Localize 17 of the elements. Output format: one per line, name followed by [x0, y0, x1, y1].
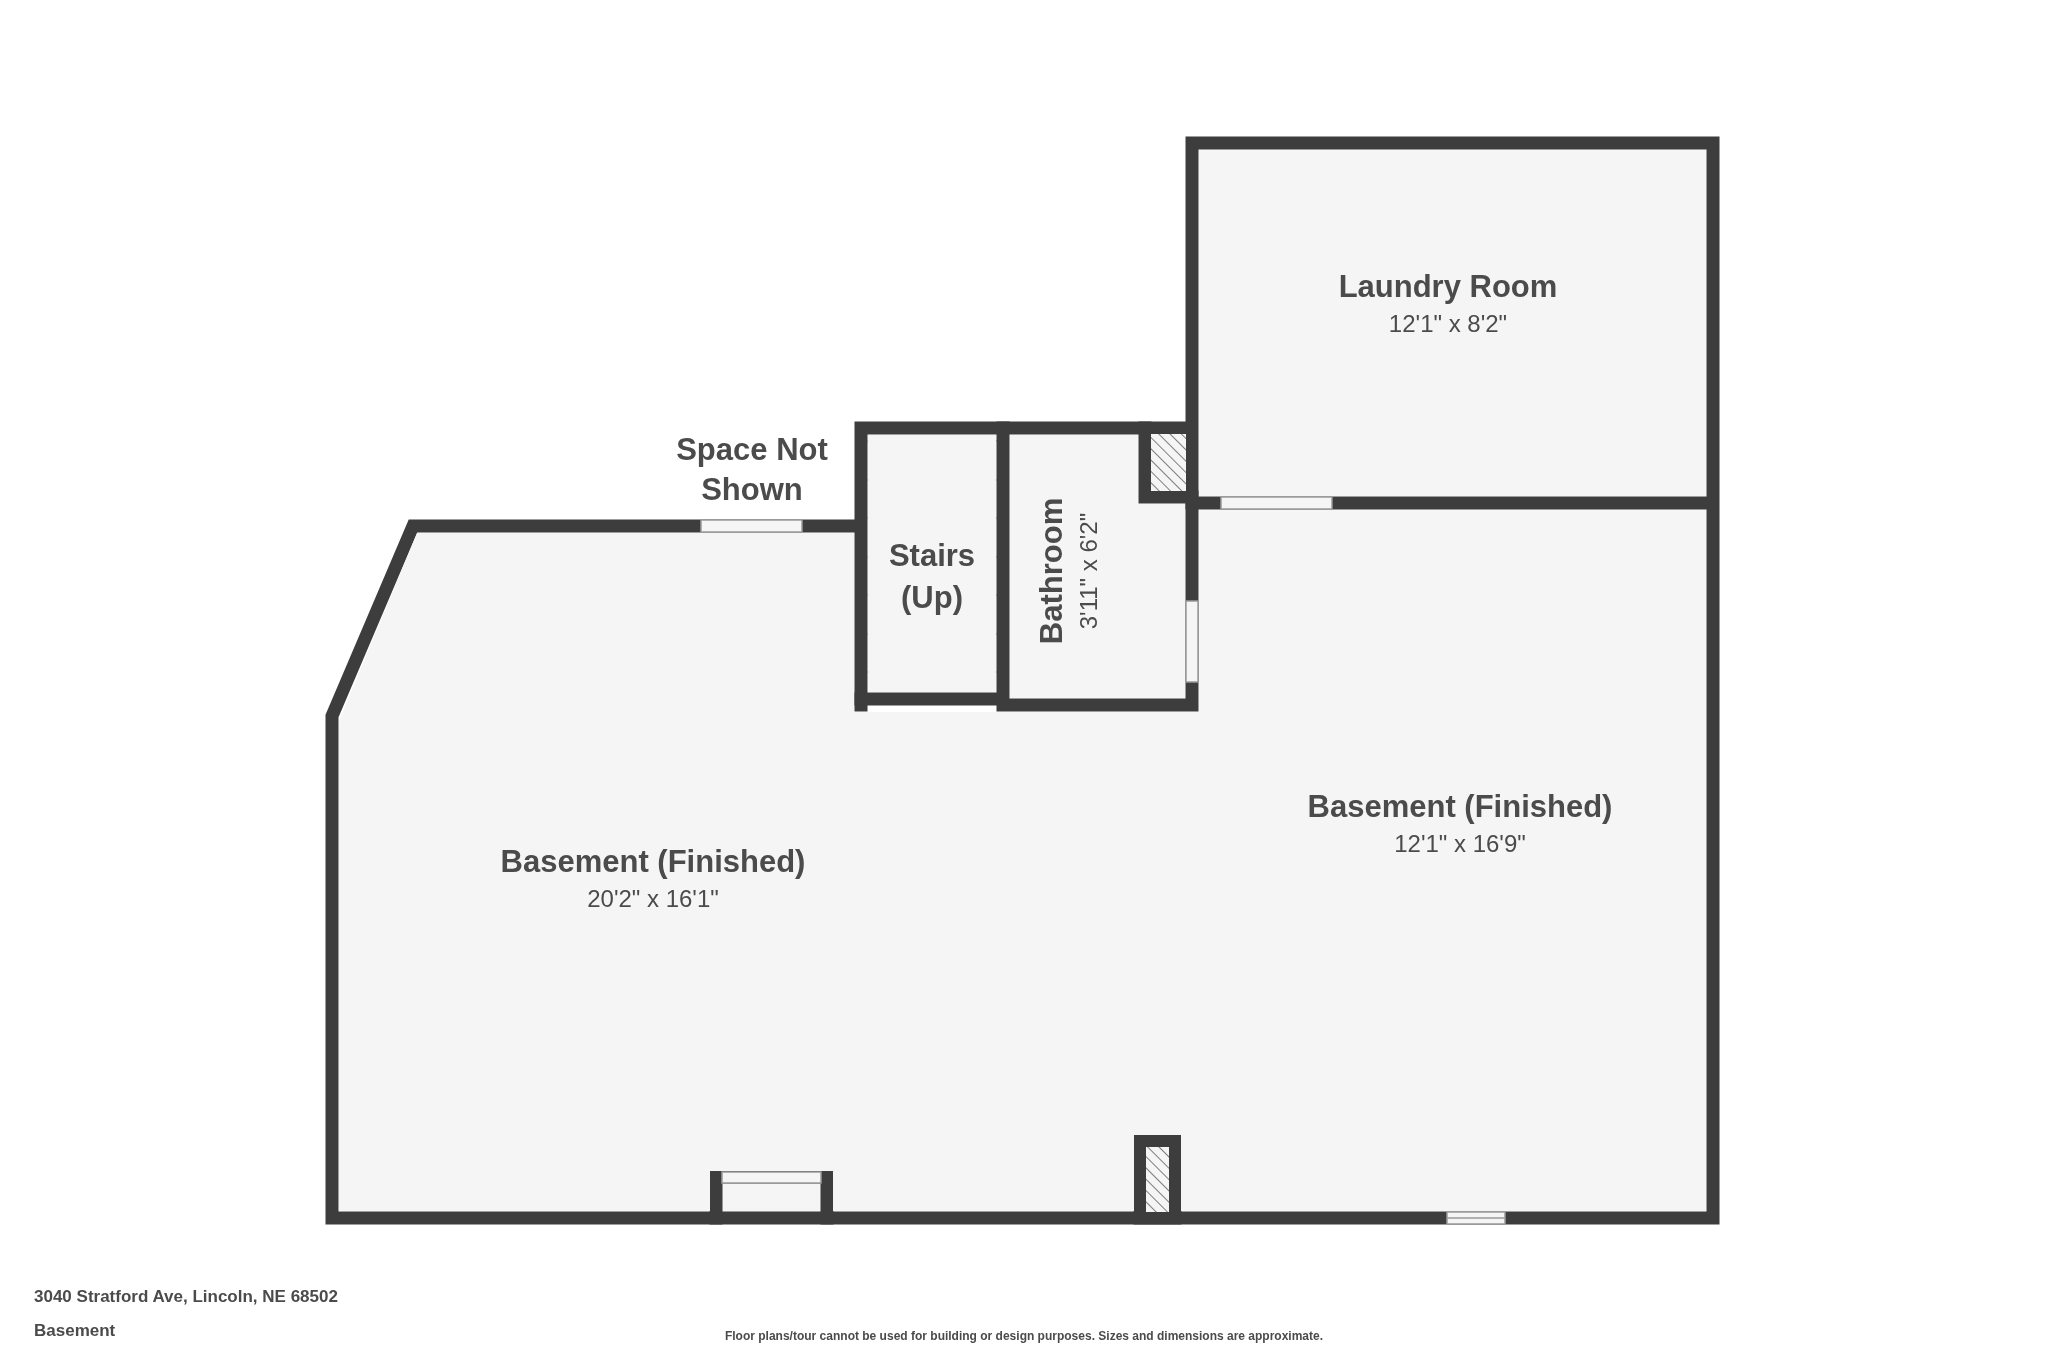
- room-floor: [1010, 435, 1185, 698]
- room-floor: [868, 435, 996, 692]
- room-dimensions: 12'1" x 16'9": [1393, 829, 1527, 860]
- room-floor: [1192, 510, 1706, 1211]
- room-dimensions: 20'2" x 16'1": [586, 884, 720, 915]
- room-dimensions: 3'11" x 6'2": [1074, 511, 1104, 632]
- area-label: Space Not Shown: [675, 430, 829, 509]
- room-name: Basement (Finished): [1307, 788, 1613, 827]
- room-name: Laundry Room: [1338, 268, 1558, 307]
- room-name: Stairs (Up): [887, 537, 977, 617]
- room-name: Basement (Finished): [500, 843, 806, 882]
- room-name: Bathroom: [1033, 497, 1071, 645]
- footer-text: Basement: [34, 1319, 116, 1342]
- room-dimensions: 12'1" x 8'2": [1387, 309, 1509, 340]
- footer-text: 3040 Stratford Ave, Lincoln, NE 68502: [34, 1285, 338, 1308]
- room-floor: [1199, 150, 1706, 496]
- disclaimer-note: Floor plans/tour cannot be used for building or design purposes. Sizes and dimensions are approximate.: [724, 1329, 1324, 1345]
